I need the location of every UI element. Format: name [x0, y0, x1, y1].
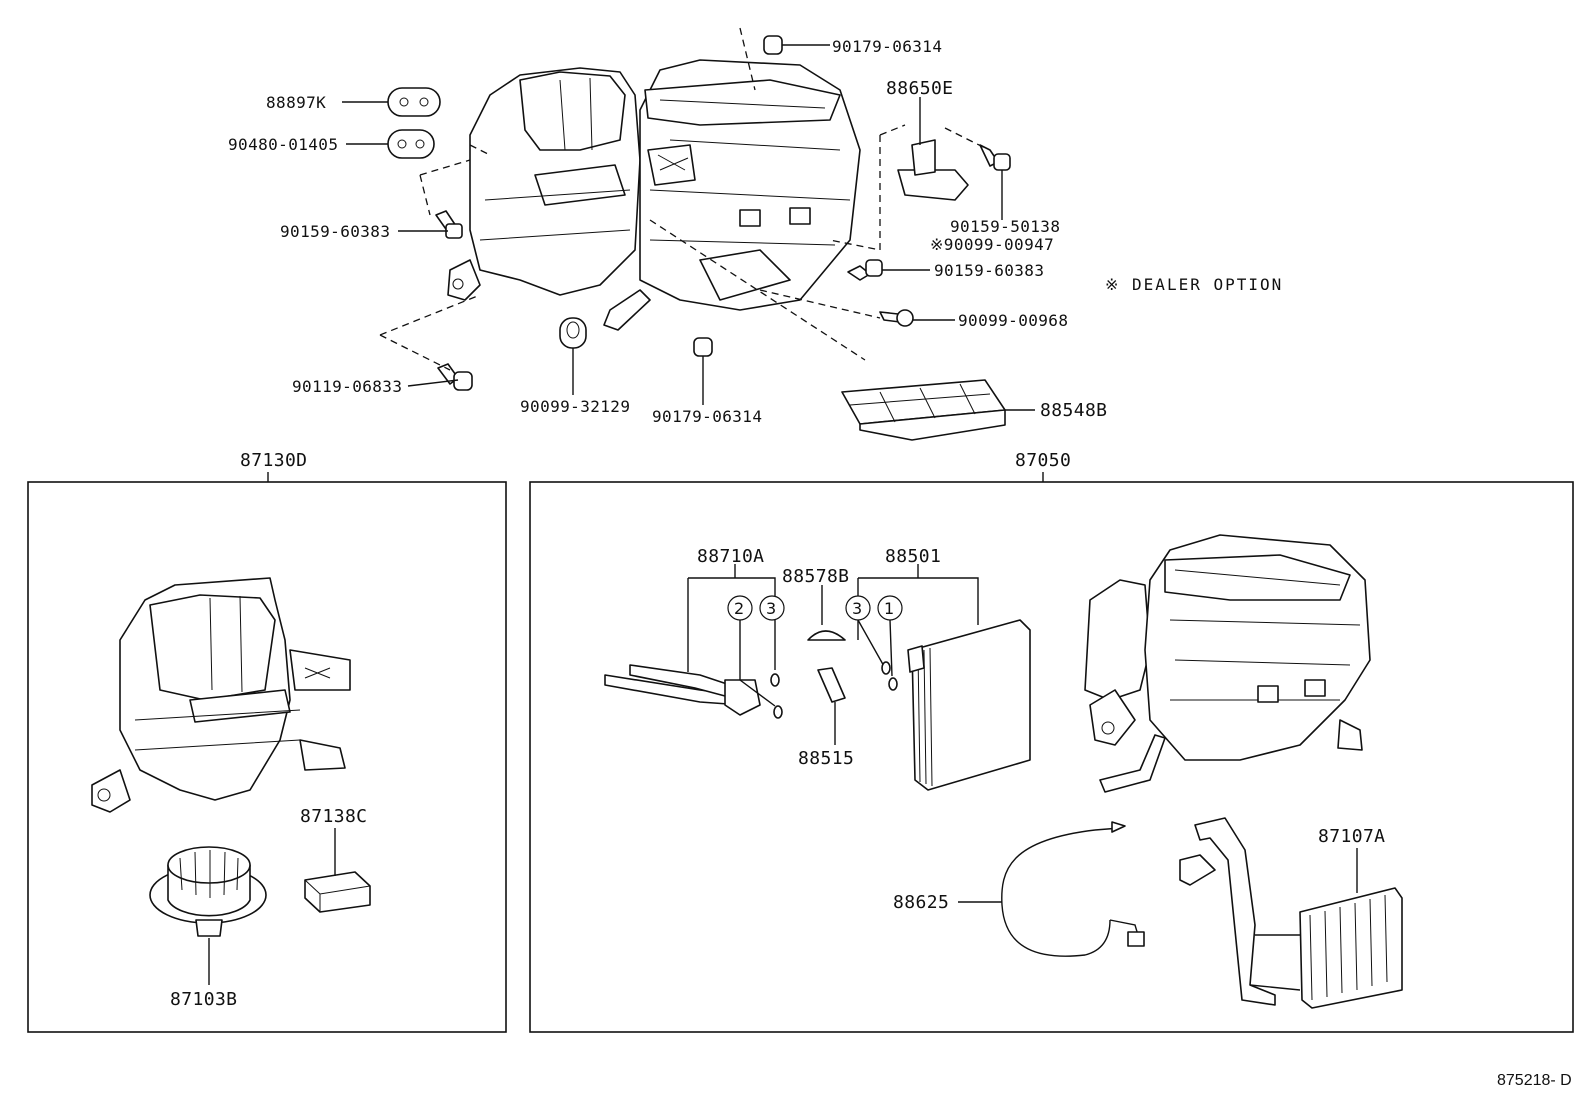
screw-90159-50138-icon [979, 144, 1011, 171]
dashed-guides [379, 27, 986, 371]
heater-unit-assembly [447, 59, 861, 331]
label-87050: 87050 [1015, 450, 1071, 471]
label-90099-32129: 90099-32129 [520, 397, 630, 416]
label-88710a: 88710A [697, 546, 764, 567]
callout-3-right-text: 3 [852, 599, 862, 618]
screw-90159-60383-left-icon [435, 210, 463, 239]
bolt-90119-06833-icon [437, 363, 473, 391]
nut-90179-06314-top-icon [763, 35, 783, 55]
filter-88548b-icon [841, 379, 1006, 441]
label-90119-06833: 90119-06833 [292, 377, 402, 396]
dealer-option-note: ※ DEALER OPTION [1105, 275, 1283, 294]
packing-88578b-icon [807, 630, 846, 641]
nut-90179-06314-bottom-icon [693, 337, 713, 357]
label-90159-60383-left: 90159-60383 [280, 222, 390, 241]
label-88650e: 88650E [886, 78, 953, 99]
evaporator-88501-icon [907, 619, 1031, 791]
grommet-90099-32129-icon [559, 317, 587, 349]
label-88501: 88501 [885, 546, 941, 567]
screw-90099-00968-icon [879, 309, 914, 327]
callout-2 [727, 595, 753, 621]
callout-1-text: 1 [884, 599, 894, 618]
tube-88710a-icon [604, 664, 761, 716]
diagram-code: 875218- D [1497, 1072, 1572, 1089]
heater-radiator-unit-87050 [1084, 534, 1371, 793]
label-88897k: 88897K [266, 93, 326, 112]
bracket-88650e-icon [897, 139, 969, 201]
label-87103b: 87103B [170, 989, 237, 1010]
label-88578b: 88578B [782, 566, 849, 587]
label-90179-06314-bottom: 90179-06314 [652, 407, 762, 426]
label-88625: 88625 [893, 892, 949, 913]
leader-lines-top [342, 44, 1035, 411]
label-88548b: 88548B [1040, 400, 1107, 421]
harness-88625-icon [1001, 821, 1145, 957]
resistor-87138c-icon [304, 871, 371, 913]
label-90480-01405: 90480-01405 [228, 135, 338, 154]
thermistor-88515-icon [817, 667, 846, 703]
blower-motor-87103b-icon [149, 846, 267, 937]
gasket-90480 [387, 129, 435, 159]
box-87050 [529, 481, 1574, 1033]
label-88515: 88515 [798, 748, 854, 769]
heater-core-87107a-icon [1179, 817, 1403, 1009]
label-90179-06314-top: 90179-06314 [832, 37, 942, 56]
callout-2-text: 2 [734, 599, 744, 618]
label-90159-50138: 90159-50138 [950, 217, 1060, 236]
callout-3-left-text: 3 [766, 599, 776, 618]
label-90099-00968: 90099-00968 [958, 311, 1068, 330]
label-90159-60383-right: 90159-60383 [934, 261, 1044, 280]
label-87130d: 87130D [240, 450, 307, 471]
label-90099-00947: ※90099-00947 [930, 235, 1054, 254]
gasket-88897k [387, 87, 441, 117]
label-87138c: 87138C [300, 806, 367, 827]
blower-housing-87130d [91, 577, 351, 813]
box-87130d [27, 481, 507, 1033]
label-87107a: 87107A [1318, 826, 1385, 847]
callout-3-left [759, 595, 785, 621]
screw-90159-60383-right-icon [847, 259, 883, 281]
